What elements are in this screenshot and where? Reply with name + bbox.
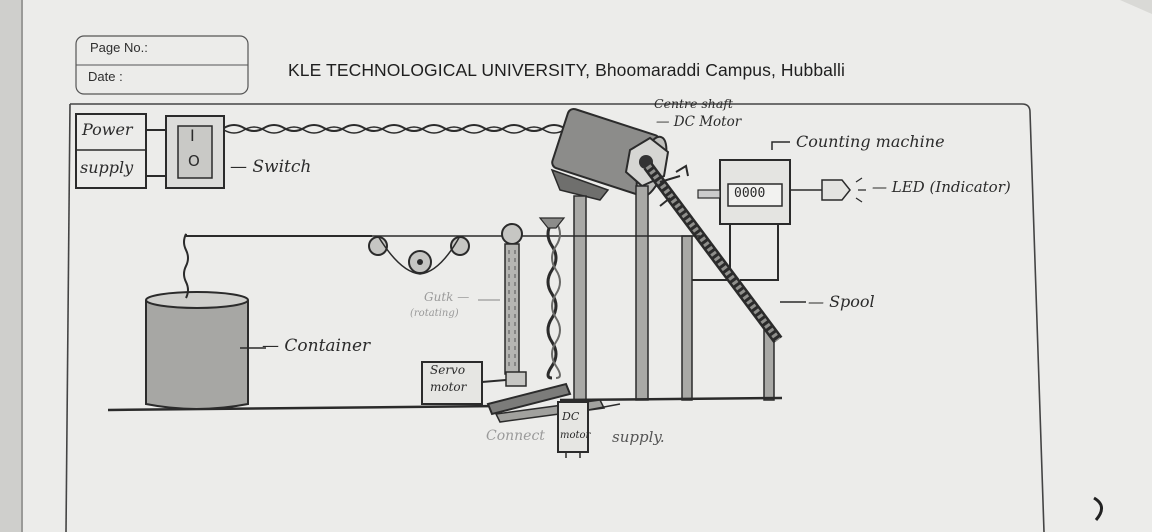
switch-on-mark: I xyxy=(190,126,195,145)
guide-pulley xyxy=(501,223,523,245)
counter-display xyxy=(727,183,783,207)
spool-clip xyxy=(659,175,681,207)
power-supply-label-line2: supply xyxy=(80,158,134,177)
spool-thread xyxy=(645,164,781,342)
counter-input-shaft xyxy=(697,189,721,199)
counting-machine-pointer xyxy=(771,141,790,150)
bottom-dc-motor xyxy=(557,401,589,453)
servo-motor-label-line2: motor xyxy=(430,380,467,394)
container-label: — Container xyxy=(262,336,371,356)
centre-shaft-label: Centre shaft xyxy=(654,96,733,111)
counting-machine-label: Counting machine xyxy=(796,132,945,151)
page-no-label: Page No.: xyxy=(90,40,148,55)
spool-hook xyxy=(675,164,689,177)
twisted-rod-2 xyxy=(551,221,561,379)
connected-supply-suffix: supply. xyxy=(612,428,665,446)
bottom-dc-motor-label-line2: motor xyxy=(560,430,591,441)
twisted-rod-cap xyxy=(538,217,566,229)
wire-switch-motor-2 xyxy=(223,125,581,134)
faint-label-line2: (rotating) xyxy=(410,308,459,319)
motor-mount xyxy=(550,168,610,201)
connected-supply-prefix: Connect xyxy=(486,428,545,444)
led-rays xyxy=(855,177,866,203)
switch-label: — Switch xyxy=(230,157,312,177)
spool-label: — Spool xyxy=(808,292,875,311)
servo-coupler xyxy=(505,371,527,387)
guide-column xyxy=(504,243,520,375)
stand-mid xyxy=(635,185,649,401)
dc-motor-top-label: — DC Motor xyxy=(656,114,742,130)
corner-mark xyxy=(1093,496,1103,521)
page-frame xyxy=(70,103,1045,532)
wire-switch-motor xyxy=(223,124,581,132)
bottom-motor-wire xyxy=(587,403,621,411)
pulley-center-hub xyxy=(417,259,423,265)
servo-shaft xyxy=(481,379,507,383)
container-body xyxy=(145,300,249,410)
counter-display-value: 0000 xyxy=(734,186,766,201)
twisted-rod xyxy=(546,221,558,380)
led-indicator xyxy=(821,179,851,201)
thread-pulley-loop xyxy=(377,235,461,275)
power-supply-label-line1: Power xyxy=(82,120,133,139)
guide-column-thread xyxy=(508,250,516,370)
stand-left xyxy=(573,195,587,401)
bottom-dc-motor-label-line1: DC xyxy=(562,410,580,423)
servo-motor-label-line1: Servo xyxy=(430,363,466,377)
thread-container xyxy=(183,233,372,299)
paper-edge xyxy=(0,0,22,532)
led-label: — LED (Indicator) xyxy=(872,178,1011,196)
university-title: KLE TECHNOLOGICAL UNIVERSITY, Bhoomaradd… xyxy=(288,60,845,80)
stand-right xyxy=(681,235,693,401)
faint-label-line1: Gutk — xyxy=(424,290,470,304)
container-rim xyxy=(145,291,249,309)
tilt-platform xyxy=(486,382,572,416)
power-supply-box xyxy=(75,113,147,189)
servo-motor-box xyxy=(421,361,483,405)
date-label: Date : xyxy=(88,69,123,84)
switch-off-mark: O xyxy=(188,152,200,170)
page-frame-left xyxy=(65,103,71,532)
paper-background xyxy=(22,0,1152,532)
base-line xyxy=(107,404,501,412)
switch-rocker xyxy=(177,125,213,179)
